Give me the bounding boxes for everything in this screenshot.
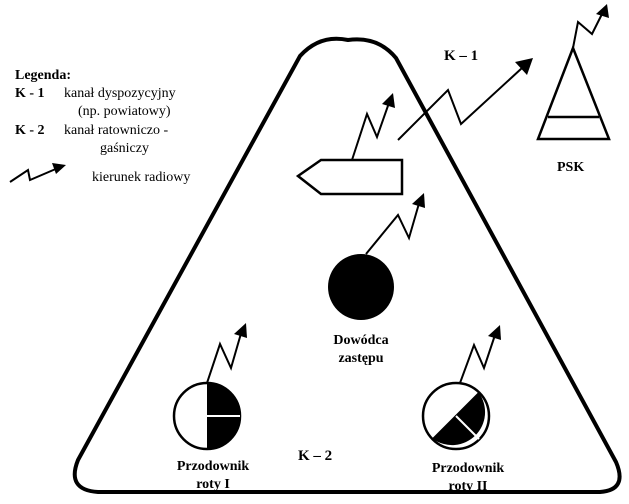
commander-label-line2: zastępu <box>338 351 383 366</box>
legend-k1-desc: kanał dyspozycyjny <box>64 86 176 101</box>
psk-label: PSK <box>557 160 584 175</box>
legend-k2-desc-2: gaśniczy <box>100 141 149 156</box>
legend-k2-code: K - 2 <box>15 123 45 138</box>
legend: Legenda: K - 1 kanał dyspozycyjny (np. p… <box>9 68 190 185</box>
legend-title: Legenda: <box>15 68 71 83</box>
legend-k2-desc: kanał ratowniczo - <box>64 123 169 138</box>
commander-label-line1: Dowódca <box>333 333 388 348</box>
k1-radio-link <box>397 58 533 141</box>
leader-roty-ii-icon <box>421 325 501 451</box>
leader-roty-i-icon <box>172 323 247 451</box>
legend-k1-desc-2: (np. powiatowy) <box>78 104 171 119</box>
leader-roty-i-label-line2: roty I <box>196 477 230 492</box>
leader-roty-ii-label-line2: roty II <box>448 479 487 494</box>
k2-label: K – 2 <box>298 448 332 464</box>
commander-icon <box>328 193 425 320</box>
vehicle-icon <box>295 93 404 196</box>
radio-direction-icon <box>9 163 66 183</box>
leader-roty-ii-label-line1: Przodownik <box>432 461 505 476</box>
k2-network-triangle <box>72 36 622 494</box>
psk-station-icon <box>536 4 611 141</box>
k1-label: K – 1 <box>444 48 478 64</box>
leader-roty-i-label-line1: Przodownik <box>177 459 250 474</box>
legend-k1-code: K - 1 <box>15 86 45 101</box>
legend-radio-desc: kierunek radiowy <box>92 170 190 185</box>
